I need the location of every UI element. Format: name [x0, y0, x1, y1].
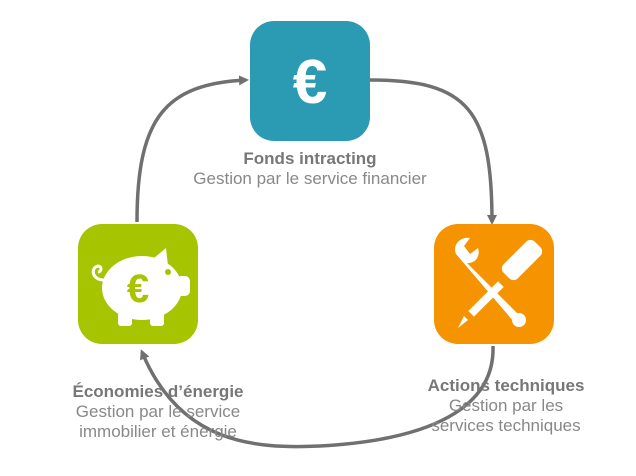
actions-caption: Actions techniques Gestion par les servi…: [400, 376, 612, 436]
fund-title: Fonds intracting: [243, 149, 377, 168]
savings-subtitle-line2: immobilier et énergie: [79, 422, 237, 441]
fund-subtitle: Gestion par le service financier: [193, 169, 427, 188]
actions-tile: [434, 224, 554, 344]
savings-caption: Économies d’énergie Gestion par le servi…: [36, 382, 280, 442]
svg-text:€: €: [293, 48, 327, 117]
fund-tile: €: [250, 21, 370, 141]
wrench-screwdriver-icon: [454, 237, 543, 328]
arrow-actions-to-savings: [140, 345, 495, 449]
piggy-bank-euro-icon: €: [91, 248, 190, 326]
savings-subtitle-line1: Gestion par le service: [75, 402, 241, 421]
savings-title: Économies d’énergie: [72, 382, 244, 401]
fund-caption: Fonds intracting Gestion par le service …: [160, 149, 460, 189]
actions-subtitle-line1: Gestion par les: [448, 396, 564, 415]
arrow-fund-to-actions: [369, 78, 497, 225]
svg-text:€: €: [127, 267, 149, 311]
actions-subtitle-line2: services techniques: [431, 416, 581, 435]
actions-title: Actions techniques: [427, 376, 585, 395]
euro-icon: €: [293, 48, 327, 117]
savings-tile: €: [78, 224, 198, 344]
arrow-savings-to-fund: [135, 75, 249, 223]
